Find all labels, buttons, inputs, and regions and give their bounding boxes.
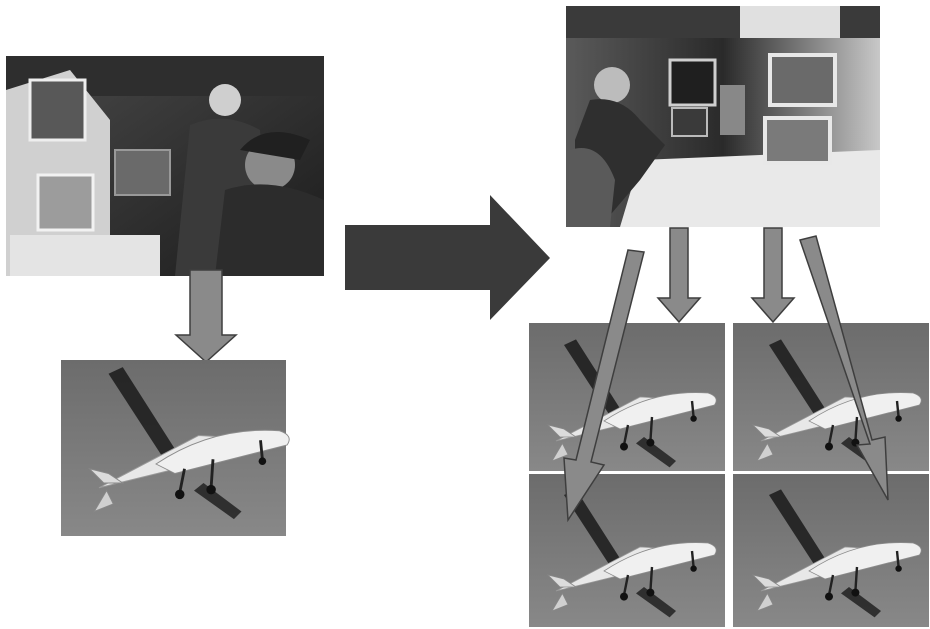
right-arrow-icon bbox=[345, 195, 550, 320]
down-arrow-grid-1 bbox=[656, 227, 702, 324]
diagonal-arrow-right bbox=[799, 235, 889, 501]
control-room-two-operators-photo bbox=[6, 56, 324, 276]
single-drone-tile bbox=[61, 360, 291, 536]
diagonal-arrow-left bbox=[563, 249, 645, 523]
down-arrow-left bbox=[174, 269, 238, 364]
down-arrow-grid-2 bbox=[750, 227, 796, 324]
control-station-single-operator-photo bbox=[566, 6, 880, 227]
drone-grid bbox=[529, 323, 929, 629]
